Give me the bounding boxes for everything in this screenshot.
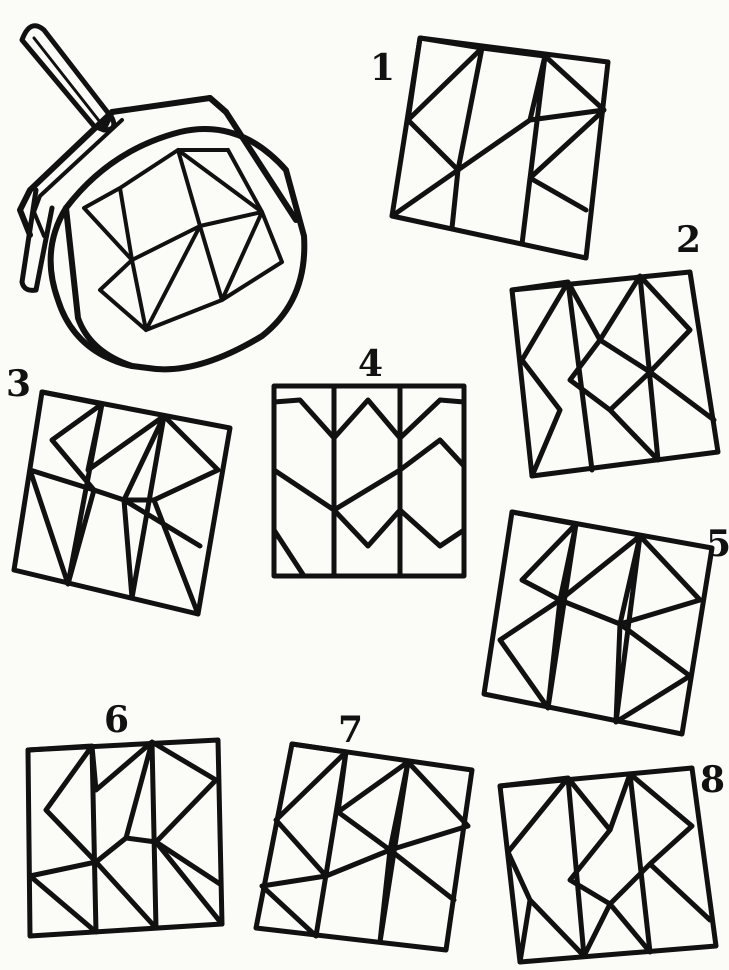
tile-1-border <box>392 38 608 258</box>
tile-5-border <box>484 512 712 734</box>
tile-7-pattern <box>262 744 468 942</box>
roller-frame <box>104 98 226 128</box>
tile-8-pattern <box>500 774 710 962</box>
tile-option-8[interactable] <box>500 768 716 962</box>
paint-roller-icon <box>20 26 304 370</box>
tile-6-pattern <box>28 742 222 932</box>
option-label-4: 4 <box>358 343 383 385</box>
tile-5-pattern <box>500 512 700 722</box>
option-label-7: 7 <box>338 709 363 751</box>
tile-8-border <box>500 768 716 962</box>
tile-option-5[interactable] <box>484 512 712 734</box>
option-label-2: 2 <box>676 219 701 261</box>
tile-option-2[interactable] <box>512 272 718 476</box>
option-label-8: 8 <box>700 759 725 801</box>
option-label-3: 3 <box>6 363 31 405</box>
roller-drum <box>66 129 304 369</box>
option-label-6: 6 <box>104 699 129 741</box>
tile-option-7[interactable] <box>256 744 472 950</box>
roller-pattern <box>84 150 282 330</box>
tile-1-pattern <box>392 38 604 244</box>
option-label-1: 1 <box>370 47 395 89</box>
tile-2-pattern <box>512 276 714 476</box>
tile-option-3[interactable] <box>14 392 230 614</box>
tile-option-6[interactable] <box>28 740 222 936</box>
option-label-5: 5 <box>706 523 729 565</box>
tile-7-border <box>256 744 472 950</box>
tile-option-1[interactable] <box>392 38 608 258</box>
tile-option-4[interactable] <box>274 386 464 576</box>
tile-4-pattern <box>274 386 464 576</box>
